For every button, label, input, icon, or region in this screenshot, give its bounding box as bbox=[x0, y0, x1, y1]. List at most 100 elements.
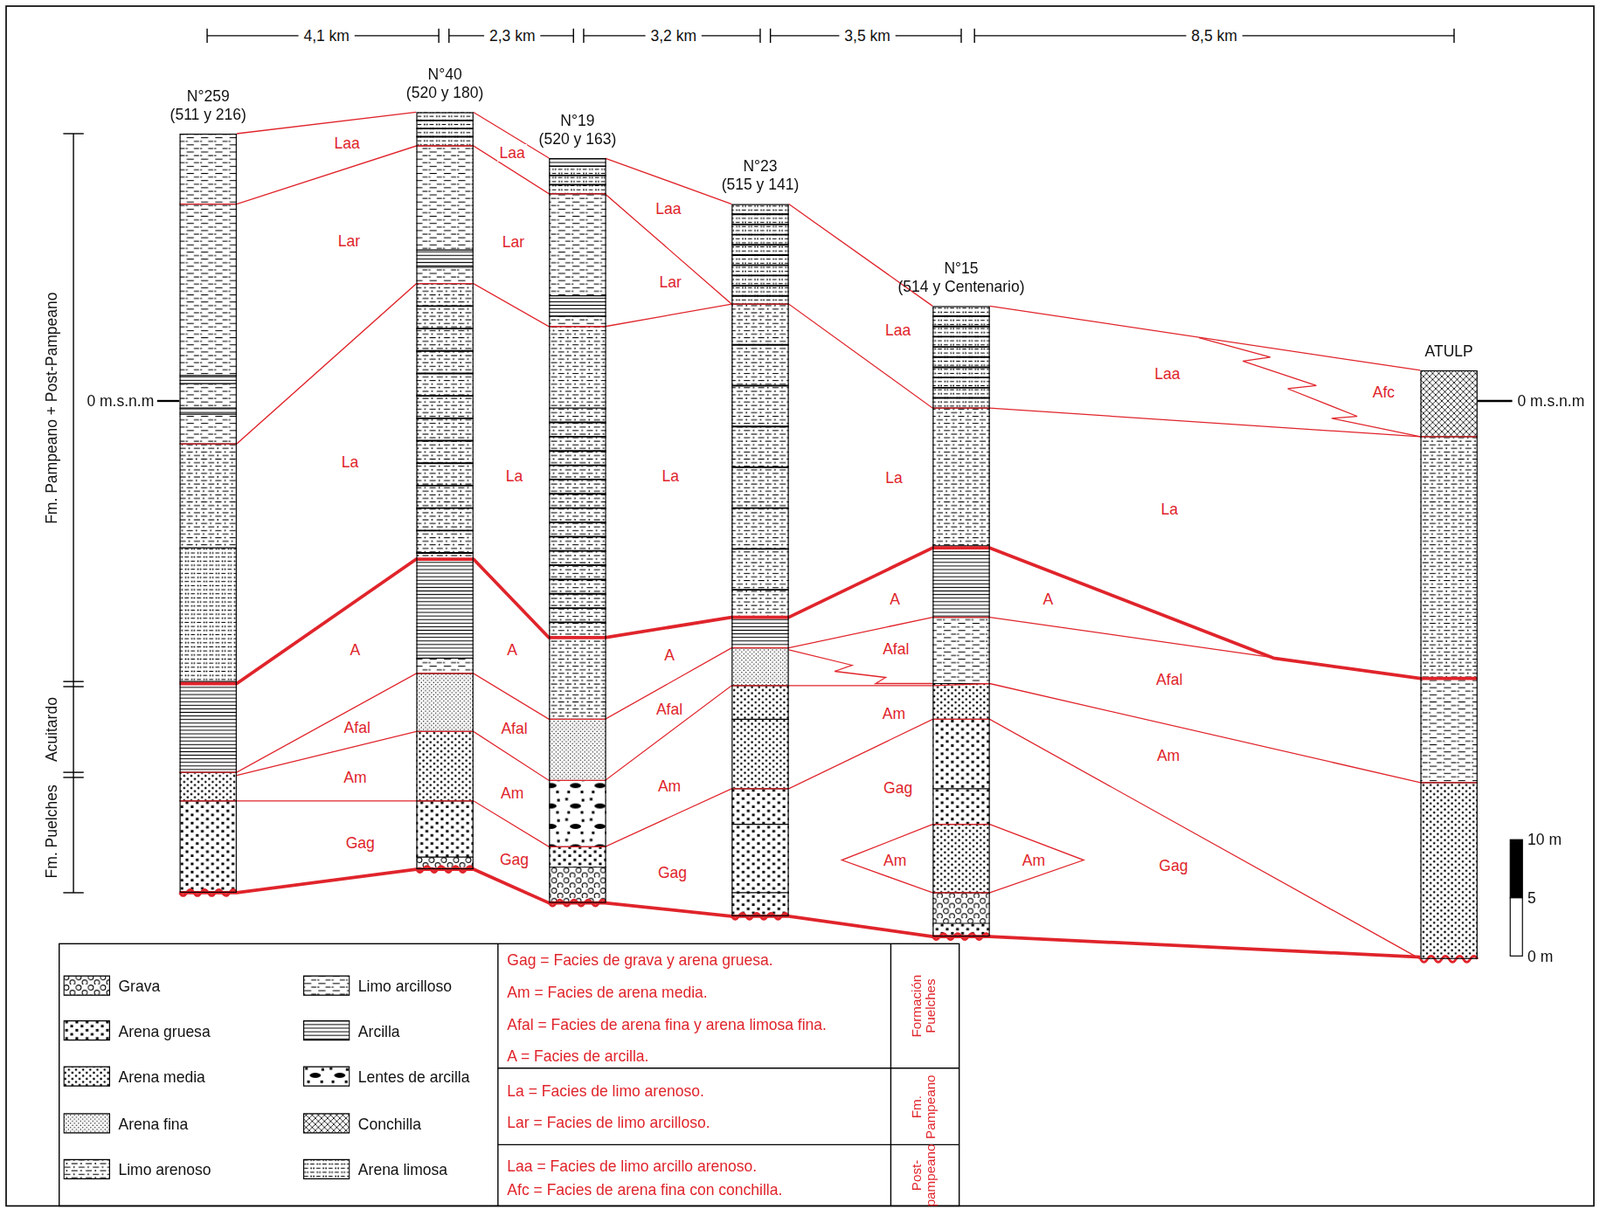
lithology-interval bbox=[1419, 782, 1477, 960]
lithology-interval bbox=[1419, 678, 1477, 783]
legend-swatch bbox=[303, 1158, 351, 1182]
facies-label: Gag bbox=[656, 864, 690, 882]
borehole-label: (520 y 180) bbox=[403, 83, 485, 103]
legend-swatch bbox=[62, 1065, 111, 1088]
axis-label: 5 bbox=[1527, 889, 1537, 908]
borehole-label: (514 y Centenario) bbox=[895, 277, 1026, 297]
lithology-interval bbox=[548, 296, 606, 317]
bed-boundary bbox=[415, 856, 473, 858]
bed-boundary bbox=[548, 166, 606, 167]
clay-layer bbox=[415, 304, 473, 307]
clay-layer bbox=[932, 397, 990, 400]
lithology-interval bbox=[548, 316, 606, 327]
legend-text: Arena fina bbox=[117, 1115, 188, 1133]
borehole-label: (520 y 163) bbox=[536, 129, 618, 148]
bed-boundary bbox=[731, 719, 789, 721]
lithology-interval bbox=[415, 801, 473, 858]
swatch-fill bbox=[63, 1066, 110, 1087]
clay-layer bbox=[415, 136, 473, 139]
lithology-interval bbox=[180, 204, 237, 376]
facies-boundary bbox=[841, 824, 933, 894]
axis-label: 0 m bbox=[1527, 947, 1553, 965]
facies-label: La bbox=[339, 453, 361, 471]
legend-item: Arena fina bbox=[62, 1112, 188, 1136]
facies-label: Laa bbox=[883, 320, 914, 339]
swatch-fill bbox=[304, 1021, 350, 1041]
borehole-label: N°23 bbox=[719, 157, 801, 176]
legend-swatch bbox=[303, 1112, 351, 1136]
clay-layer bbox=[731, 284, 789, 287]
column-heading: N°15(514 y Centenario) bbox=[895, 259, 1026, 297]
facies-label: La bbox=[503, 466, 525, 485]
facies-boundary bbox=[236, 684, 1478, 783]
facies-label: Afc bbox=[1370, 382, 1397, 401]
column-heading: N°19(520 y 163) bbox=[536, 110, 618, 148]
distance-label: 3,5 km bbox=[838, 27, 895, 45]
borehole-label: N°19 bbox=[536, 110, 618, 130]
legend-frame bbox=[59, 943, 960, 1206]
clay-layer bbox=[415, 484, 473, 487]
legend-text: Arena gruesa bbox=[117, 1022, 210, 1040]
clay-layer bbox=[548, 578, 606, 581]
swatch-fill bbox=[304, 976, 350, 996]
bed-boundary bbox=[415, 658, 473, 659]
facies-label: Lar bbox=[335, 232, 362, 250]
lithology-interval bbox=[415, 283, 473, 560]
clay-layer bbox=[932, 315, 990, 318]
column-outline bbox=[180, 133, 237, 894]
bed-boundary bbox=[548, 866, 606, 868]
legend-item: Arena media bbox=[62, 1065, 205, 1088]
clay-layer bbox=[731, 466, 789, 469]
clay-layer bbox=[415, 327, 473, 330]
facies-boundary bbox=[180, 145, 1478, 437]
distance-label: 2,3 km bbox=[484, 27, 541, 45]
legend-text: Arena media bbox=[117, 1067, 205, 1086]
unit-boundary bbox=[180, 869, 1421, 957]
column-outline bbox=[1419, 370, 1477, 960]
lithology-interval bbox=[180, 375, 237, 384]
facies-boundary bbox=[180, 719, 1421, 959]
legend-text: Limo arenoso bbox=[117, 1161, 211, 1179]
lithology-interval bbox=[180, 408, 237, 415]
legend-item: Lentes de arcilla bbox=[303, 1065, 471, 1088]
clay-layer bbox=[548, 521, 606, 524]
borehole-label: N°259 bbox=[167, 86, 249, 105]
bed-boundary bbox=[932, 788, 990, 790]
lithology-interval bbox=[548, 158, 606, 167]
lithology-interval bbox=[932, 546, 990, 618]
bed-boundary bbox=[180, 414, 237, 416]
lithology-interval bbox=[180, 772, 237, 802]
lithology-interval bbox=[932, 305, 990, 409]
bed-boundary bbox=[415, 266, 473, 268]
lithology-interval bbox=[1419, 436, 1477, 679]
group-label: Fm. Pampeano bbox=[909, 1074, 939, 1139]
facies-label: A bbox=[505, 641, 520, 659]
lithology-interval bbox=[1419, 370, 1477, 437]
facies-label: Lar bbox=[499, 233, 527, 251]
table-cell: La = Facies de limo arenoso. bbox=[506, 1081, 704, 1100]
table-cell: Lar = Facies de limo arcilloso. bbox=[506, 1114, 710, 1132]
borehole-column: N°19(520 y 163) bbox=[536, 110, 618, 903]
clay-layer bbox=[932, 376, 990, 379]
clay-layer bbox=[548, 183, 606, 186]
lithology-interval bbox=[731, 648, 789, 686]
axis-label: Acuitardo bbox=[41, 697, 60, 762]
clay-layer bbox=[548, 436, 606, 438]
legend-text: Grava bbox=[117, 976, 160, 995]
facies-label: Laa bbox=[332, 133, 362, 152]
clay-layer bbox=[731, 213, 789, 215]
swatch-fill bbox=[304, 1159, 350, 1179]
lithology-interval bbox=[548, 166, 606, 194]
lithology-interval bbox=[415, 267, 473, 284]
swatch-fill bbox=[63, 976, 110, 996]
clay-layer bbox=[548, 593, 606, 596]
legend-swatch bbox=[62, 974, 111, 998]
swatch-fill bbox=[63, 1021, 110, 1041]
lithology-interval bbox=[548, 326, 606, 409]
bed-boundary bbox=[932, 922, 990, 924]
facies-label: Laa bbox=[497, 144, 527, 162]
clay-layer bbox=[415, 529, 473, 532]
facies-label: Gag bbox=[343, 834, 377, 852]
distance-label: 8,5 km bbox=[1185, 27, 1242, 45]
distance-label: 3,2 km bbox=[645, 27, 702, 45]
